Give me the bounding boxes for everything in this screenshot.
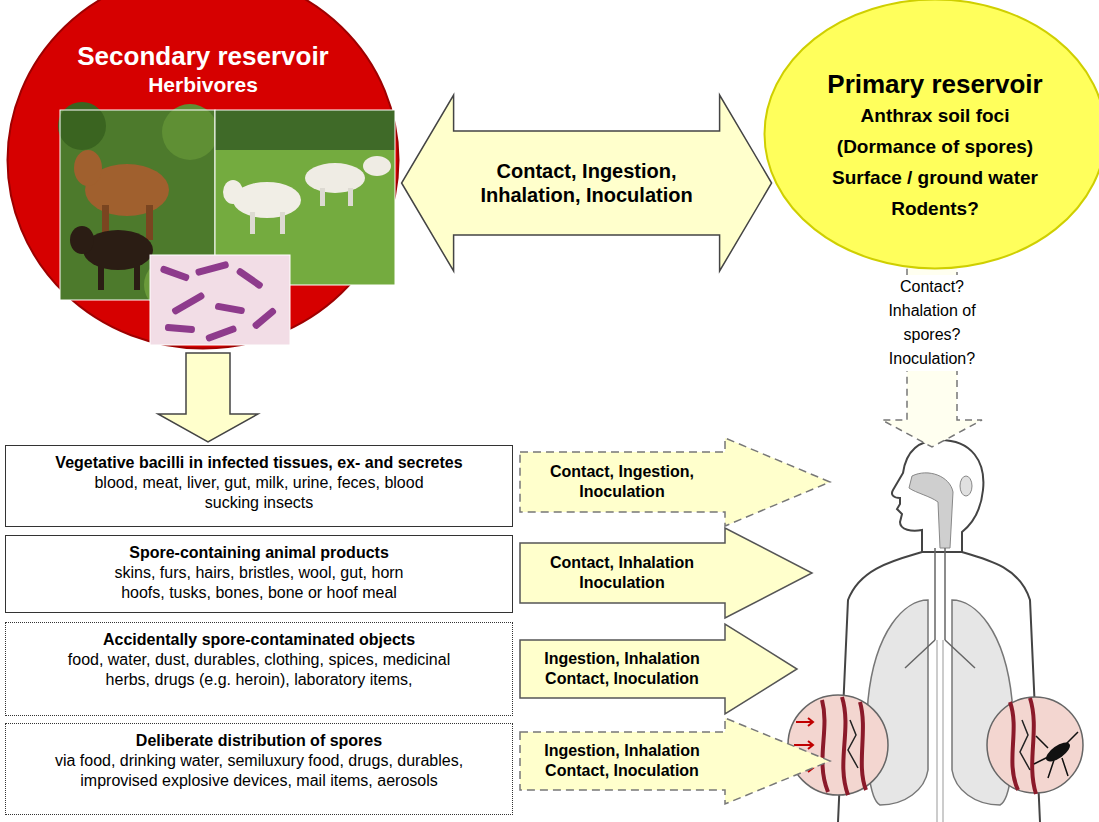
figure-rect <box>150 255 290 345</box>
box-heading: Vegetative bacilli in infected tissues, … <box>14 453 504 473</box>
route-note: Contact? Inhalation of spores? Inoculati… <box>867 275 997 371</box>
circle-fill <box>765 0 1099 269</box>
box-heading: Accidentally spore-contaminated objects <box>14 630 504 650</box>
reservoir-circle: Secondary reservoirHerbivores <box>6 0 400 350</box>
figure-line <box>934 548 936 640</box>
figure-ellipse <box>1043 739 1073 765</box>
figure-rect <box>215 302 246 314</box>
source-box: Spore-containing animal productsskins, f… <box>5 535 513 613</box>
tissue-inset <box>788 695 888 795</box>
circle-subtitle: Herbivores <box>53 72 353 98</box>
box-body: skins, furs, hairs, bristles, wool, gut,… <box>94 563 424 603</box>
route-label: Ingestion, Inhalation Contact, Inoculati… <box>527 649 717 689</box>
source-box: Deliberate distribution of sporesvia foo… <box>5 723 513 815</box>
figure-ellipse <box>960 476 972 496</box>
figure-path <box>909 473 953 548</box>
circle-title: Secondary reservoir <box>38 40 368 72</box>
box-heading: Spore-containing animal products <box>14 543 504 563</box>
route-arrow <box>520 718 830 804</box>
route-arrow <box>520 624 797 714</box>
figure-rect <box>348 188 353 206</box>
circle-body: Anthrax soil foci (Dormance of spores) S… <box>813 100 1058 224</box>
edge-label: Contact, Ingestion, Inhalation, Inoculat… <box>462 159 712 207</box>
figure-circle <box>162 104 218 160</box>
figure-ellipse <box>74 150 102 186</box>
figure-ellipse <box>305 163 365 193</box>
figure-path <box>848 720 858 768</box>
box-body: blood, meat, liver, gut, milk, urine, fe… <box>84 473 434 513</box>
figure-rect <box>146 205 153 240</box>
figure-path <box>905 640 975 668</box>
box-body: via food, drinking water, semiluxury foo… <box>37 751 482 791</box>
box-heading: Deliberate distribution of spores <box>14 731 504 751</box>
figure-ellipse <box>233 182 301 218</box>
route-arrow <box>520 528 812 618</box>
figure-circle <box>987 697 1083 793</box>
source-box: Vegetative bacilli in infected tissues, … <box>5 445 513 527</box>
figure-path <box>1034 732 1078 778</box>
circle-title: Primary reservoir <box>785 68 1085 100</box>
figure-rect <box>171 291 206 315</box>
block-arrow <box>158 353 258 442</box>
figure-rect <box>320 188 325 206</box>
figure-ellipse <box>83 230 153 270</box>
route-label: Contact, Inhalation Inoculation <box>527 553 717 593</box>
figure-rect <box>280 212 285 234</box>
source-box: Accidentally spore-contaminated objectsf… <box>5 622 513 716</box>
figure-rect <box>134 262 140 290</box>
reservoir-circle: Primary reservoirAnthrax soil foci (Dorm… <box>763 0 1099 270</box>
circle-fill <box>8 0 399 349</box>
route-arrow <box>520 438 830 526</box>
route-label: Ingestion, Inhalation Contact, Inoculati… <box>527 741 717 781</box>
figure-rect <box>160 265 191 282</box>
figure-rect <box>165 324 195 334</box>
figure-circle <box>58 102 106 150</box>
figure-g <box>160 261 278 343</box>
figure-line <box>943 640 944 822</box>
figure-path <box>1020 720 1030 770</box>
figure-rect <box>195 261 230 277</box>
box-body: food, water, dust, durables, clothing, s… <box>62 650 457 690</box>
block-arrow <box>402 95 772 271</box>
circle-outline <box>763 0 1099 270</box>
figure-path <box>822 697 866 795</box>
figure-rect <box>235 267 264 290</box>
route-label: Contact, Ingestion, Inoculation <box>527 462 717 502</box>
figure-g <box>58 102 395 345</box>
figure-line <box>937 640 938 822</box>
figure-ellipse <box>223 180 243 204</box>
figure-circle <box>788 695 888 795</box>
figure-ellipse <box>363 156 391 176</box>
figure-rect <box>215 110 395 150</box>
figure-ellipse <box>70 226 94 254</box>
tissue-inset <box>987 697 1083 794</box>
figure-rect <box>251 307 277 330</box>
figure-path <box>1010 698 1036 794</box>
figure-line <box>944 548 946 640</box>
figure-path <box>892 440 983 552</box>
figure-rect <box>250 212 255 234</box>
figure-rect <box>205 325 237 343</box>
figure-rect <box>98 262 104 290</box>
